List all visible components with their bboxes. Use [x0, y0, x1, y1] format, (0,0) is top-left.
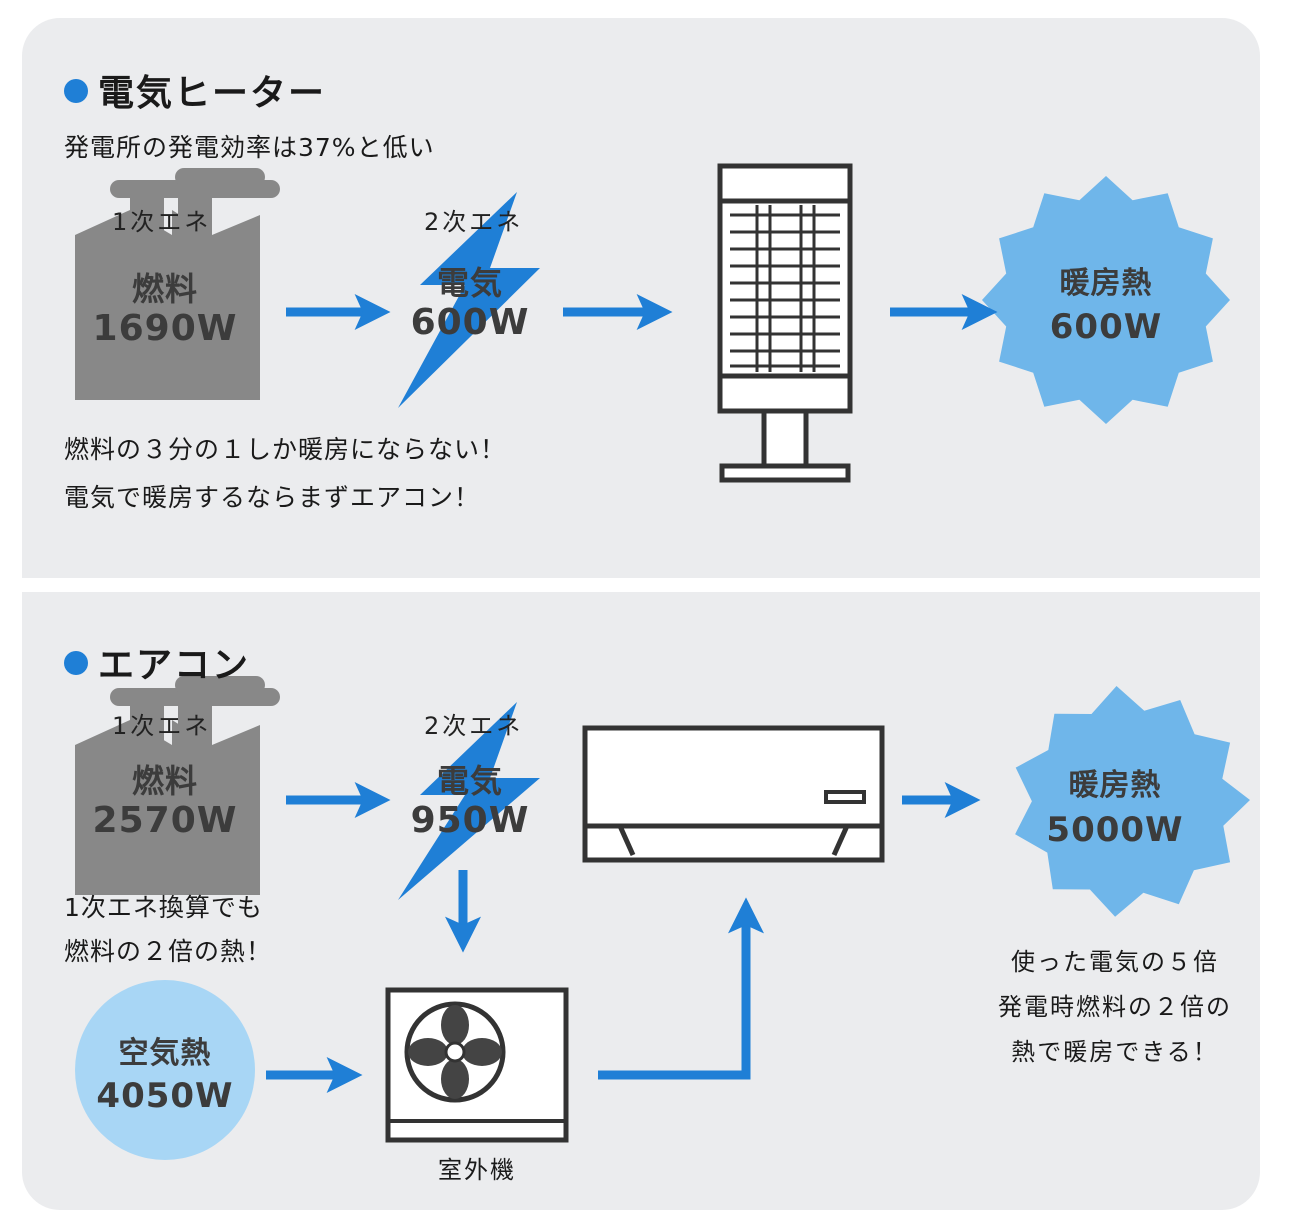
aircon-note-line2: 燃料の２倍の熱！ [64, 937, 273, 966]
starburst-icon [1015, 686, 1250, 917]
aircon-elec-name: 電気 [436, 762, 503, 800]
heater-fuel-name: 燃料 [131, 270, 198, 308]
lightning-icon [398, 192, 540, 408]
aircon-title: エアコン [98, 645, 251, 686]
heater-elec-name: 電気 [436, 264, 503, 302]
heater-elec-value: 600W [410, 302, 530, 343]
aircon-heading: エアコン [64, 636, 250, 688]
air-conditioner-icon [582, 725, 885, 863]
starburst-icon [982, 176, 1230, 424]
bullet-dot-icon [64, 79, 88, 103]
aircon-right-line1: 使った電気の５倍 [1011, 948, 1219, 976]
aircon-fuel-value: 2570W [92, 800, 238, 841]
bullet-dot-icon [64, 651, 88, 675]
aircon-right-line3: 熱で暖房できる！ [1011, 1038, 1219, 1066]
outdoor-unit-fan-icon [385, 987, 569, 1143]
heater-secondary-label: 2次エネ [424, 208, 524, 236]
arrow-icon [266, 782, 981, 1093]
heater-icon [717, 163, 853, 483]
heater-fuel-value: 1690W [92, 308, 238, 349]
aircon-note-line1: 1次エネ換算でも [64, 893, 263, 922]
aircon-air-value: 4050W [96, 1076, 234, 1116]
outdoor-unit-label: 室外機 [438, 1156, 516, 1184]
lightning-icon [398, 702, 540, 900]
aircon-heat-value: 5000W [1046, 810, 1184, 850]
heater-primary-label: 1次エネ [112, 208, 212, 236]
heater-heat-value: 600W [1049, 307, 1163, 347]
factory-icon [75, 676, 280, 895]
aircon-heat-name: 暖房熱 [1068, 768, 1162, 803]
heater-note-line1: 燃料の３分の１しか暖房にならない！ [64, 435, 507, 464]
factory-icon [75, 168, 280, 400]
air-heat-circle [75, 980, 255, 1160]
aircon-primary-label: 1次エネ [112, 712, 212, 740]
heater-note-line2: 電気で暖房するならまずエアコン！ [64, 483, 481, 512]
heater-heat-name: 暖房熱 [1059, 266, 1153, 301]
aircon-secondary-label: 2次エネ [424, 712, 524, 740]
heater-title: 電気ヒーター [98, 73, 327, 114]
aircon-fuel-name: 燃料 [131, 762, 198, 800]
heater-subtitle: 発電所の発電効率は37%と低い [64, 133, 435, 162]
aircon-air-name: 空気熱 [118, 1036, 212, 1071]
heater-heading: 電気ヒーター [64, 64, 326, 116]
aircon-right-line2: 発電時燃料の２倍の [998, 993, 1232, 1021]
aircon-elec-value: 950W [410, 800, 530, 841]
